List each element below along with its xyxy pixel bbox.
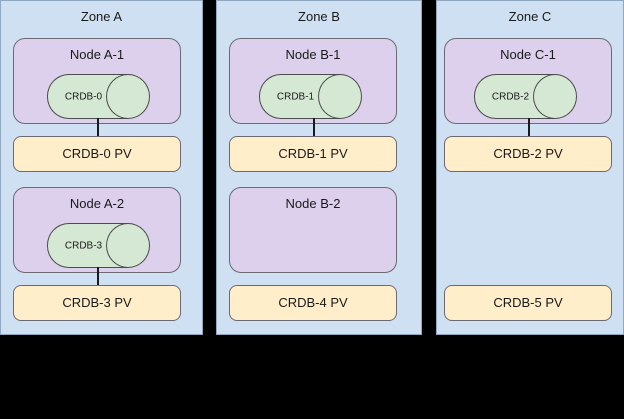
persistent-volume-box[interactable]: CRDB-0 PV [13,136,181,172]
zone-title: Zone B [298,9,340,24]
zone-title: Zone A [80,9,123,24]
persistent-volume-label: CRDB-3 PV [62,295,132,310]
persistent-volume-label: CRDB-5 PV [493,295,563,310]
database-cylinder-icon[interactable]: CRDB-1 [259,74,362,119]
zone-title: Zone C [508,9,552,24]
pod-label: CRDB-0 [64,91,103,102]
node-title: Node B-2 [285,196,341,211]
pod-volume-connector [528,118,530,140]
persistent-volume-box[interactable]: CRDB-2 PV [444,136,612,172]
node-title: Node A-1 [69,47,125,62]
pod-label: CRDB-2 [491,91,530,102]
cylinder-end-ellipse [318,74,362,119]
node-title: Node B-1 [285,47,341,62]
database-cylinder-icon[interactable]: CRDB-0 [47,74,150,119]
cylinder-end-ellipse [533,74,577,119]
persistent-volume-label: CRDB-4 PV [278,295,348,310]
pod-volume-connector [97,267,99,289]
node-title: Node C-1 [500,47,556,62]
node-title: Node A-2 [69,196,125,211]
database-cylinder-icon[interactable]: CRDB-2 [474,74,577,119]
persistent-volume-label: CRDB-1 PV [278,146,348,161]
pod-label: CRDB-3 [64,240,103,251]
pod-label: CRDB-1 [276,91,315,102]
node-box[interactable]: Node B-2 [229,187,397,273]
persistent-volume-box[interactable]: CRDB-1 PV [229,136,397,172]
persistent-volume-label: CRDB-2 PV [493,146,563,161]
pod-volume-connector [97,118,99,140]
pod-volume-connector [313,118,315,140]
persistent-volume-box[interactable]: CRDB-4 PV [229,285,397,321]
cylinder-end-ellipse [106,223,150,268]
persistent-volume-box[interactable]: CRDB-5 PV [444,285,612,321]
persistent-volume-box[interactable]: CRDB-3 PV [13,285,181,321]
persistent-volume-label: CRDB-0 PV [62,146,132,161]
cylinder-end-ellipse [106,74,150,119]
database-cylinder-icon[interactable]: CRDB-3 [47,223,150,268]
